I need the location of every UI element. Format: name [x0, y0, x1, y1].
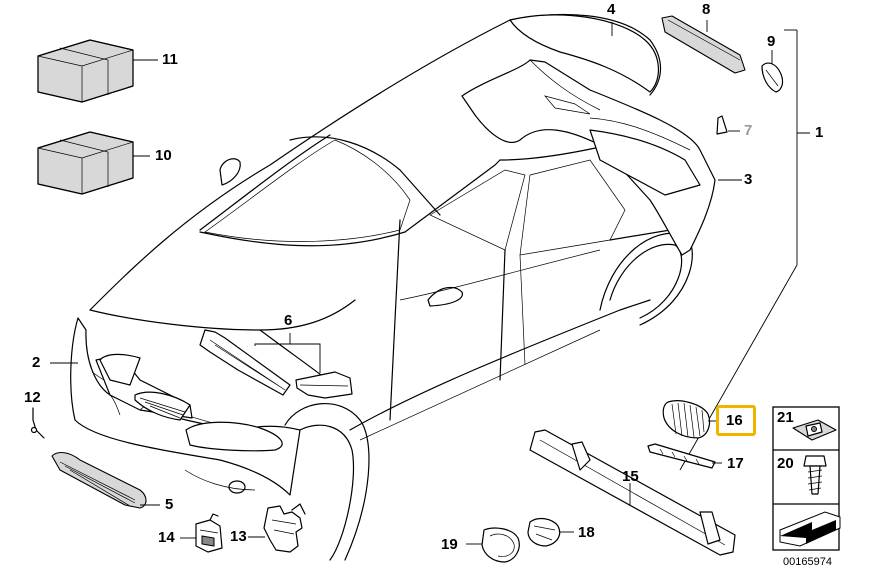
box-part-10[interactable] — [37, 131, 134, 195]
strip-part-17[interactable] — [647, 443, 716, 469]
air-duct-part-6[interactable] — [199, 329, 353, 399]
callout-4[interactable]: 4 — [607, 1, 616, 18]
callout-17[interactable]: 17 — [727, 455, 744, 472]
clip-part-12[interactable] — [30, 407, 45, 439]
clip-nut-part-21[interactable] — [792, 419, 837, 441]
bracket-part-13[interactable] — [263, 503, 306, 553]
callout-14[interactable]: 14 — [158, 529, 175, 546]
diagram-number: 00165974 — [783, 556, 832, 568]
part-19[interactable] — [481, 527, 520, 563]
callout-19[interactable]: 19 — [441, 536, 458, 553]
grille-part-16[interactable] — [662, 400, 711, 439]
car-body-outline — [89, 13, 701, 561]
callout-6[interactable]: 6 — [284, 312, 293, 329]
callout-1[interactable]: 1 — [815, 124, 824, 141]
leader-1 — [679, 30, 810, 471]
callout-13[interactable]: 13 — [230, 528, 247, 545]
cap-part-9[interactable] — [761, 62, 784, 93]
kidney-grille — [99, 353, 191, 421]
box-part-11[interactable] — [37, 39, 134, 103]
callout-3[interactable]: 3 — [744, 171, 753, 188]
bracket-part-14[interactable] — [195, 513, 223, 553]
callout-2[interactable]: 2 — [32, 354, 41, 371]
callout-20[interactable]: 20 — [777, 455, 794, 472]
callout-12[interactable]: 12 — [24, 389, 41, 406]
leader-6 — [254, 333, 321, 373]
lower-grille-part-5[interactable] — [51, 451, 147, 509]
callout-10[interactable]: 10 — [155, 147, 172, 164]
callout-9[interactable]: 9 — [767, 33, 776, 50]
part-18[interactable] — [527, 517, 561, 547]
rear-bumper-part-3[interactable] — [461, 59, 716, 256]
small-part-7[interactable] — [716, 115, 728, 135]
callout-5[interactable]: 5 — [165, 496, 174, 513]
trim-strip-part-8[interactable] — [661, 15, 746, 74]
screw-part-20[interactable] — [803, 455, 827, 495]
callout-15[interactable]: 15 — [622, 468, 639, 485]
callout-11[interactable]: 11 — [162, 51, 178, 68]
bumper-carrier-part-15[interactable] — [529, 429, 736, 556]
arrow-icon — [779, 511, 841, 547]
rear-spoiler-part-4[interactable] — [509, 14, 660, 93]
callout-21[interactable]: 21 — [777, 409, 794, 426]
callout-18[interactable]: 18 — [578, 524, 595, 541]
callout-16[interactable]: 16 — [726, 412, 743, 429]
highlight-box — [716, 405, 756, 436]
callout-7[interactable]: 7 — [744, 122, 753, 139]
callout-8[interactable]: 8 — [702, 1, 711, 18]
